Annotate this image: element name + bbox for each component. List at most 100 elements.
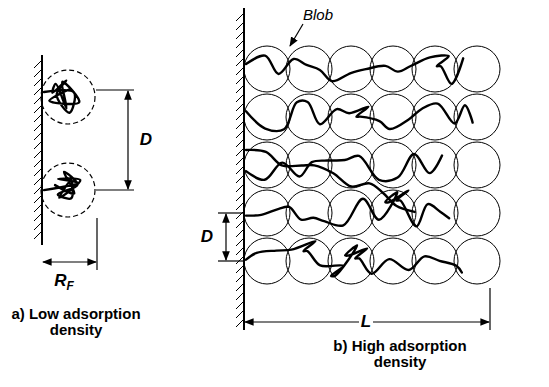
hatch-stroke [236,293,243,300]
blob-circle [41,163,95,217]
hatch-stroke [34,115,41,122]
blob-circle [328,190,374,236]
dimension-tick [96,89,134,90]
dimension-arrow [225,214,226,260]
hatch-stroke [236,104,243,111]
dimension-label: RF [52,272,76,293]
hatch-stroke [236,176,243,183]
leader-arrow [290,24,303,46]
hatch-stroke [236,239,243,246]
blob-circle [286,190,332,236]
hatch-stroke [34,223,41,230]
blob-circle [412,190,458,236]
hatch-stroke [236,23,243,30]
hatch-stroke [236,302,243,309]
blob-circle [412,46,458,92]
dimension-tick [218,260,244,261]
hatch-stroke [34,232,41,239]
hatch-stroke [34,88,41,95]
polymer-chain [246,191,449,227]
hatch-stroke [236,122,243,129]
polymer-chain [246,101,473,131]
blob-circle [412,142,458,188]
blob-circle [412,94,458,140]
dimension-tick [218,212,244,213]
blob-circle [41,70,95,124]
hatch-stroke [34,106,41,113]
hatch-stroke [236,275,243,282]
blob-circle [244,238,290,284]
hatch-stroke [34,187,41,194]
hatch-stroke [236,158,243,165]
blob-grid [244,46,500,284]
dimension-tick [489,288,490,330]
hatch-stroke [34,178,41,185]
hatch-stroke [236,248,243,255]
callout-label: Blob [303,7,333,24]
polymer-chain [246,55,463,83]
wall-hatching [34,14,243,327]
hatch-stroke [34,133,41,140]
hatch-stroke [34,214,41,221]
blob-circle [286,46,332,92]
surface-wall [41,55,43,245]
blob-circle [370,190,416,236]
polymer-chain [246,150,415,212]
hatch-stroke [236,50,243,57]
hatch-stroke [236,41,243,48]
blob-circle [454,238,500,284]
hatch-stroke [236,203,243,210]
hatch-stroke [236,221,243,228]
hatch-stroke [34,61,41,68]
hatch-stroke [34,160,41,167]
hatch-stroke [236,86,243,93]
hatch-stroke [236,14,243,21]
dimension-arrow [43,261,96,262]
hatch-stroke [34,196,41,203]
panel-caption: b) High adsorption density [315,338,485,371]
hatch-stroke [236,113,243,120]
hatch-stroke [236,266,243,273]
blob-circle [454,190,500,236]
hatch-stroke [236,77,243,84]
dimension-tick [96,218,97,270]
polymer-chain [246,241,462,276]
hatch-stroke [236,284,243,291]
hatch-stroke [236,167,243,174]
blob-circle [286,238,332,284]
hatch-stroke [236,32,243,39]
dimension-label: D [138,131,154,150]
blob-circle [454,94,500,140]
blob-circle [370,142,416,188]
hatch-stroke [236,194,243,201]
hatch-stroke [34,124,41,131]
hatch-stroke [236,311,243,318]
hatch-stroke [236,230,243,237]
hatch-stroke [236,131,243,138]
blob-circle [286,94,332,140]
hatch-stroke [236,95,243,102]
polymer-chains [44,55,473,276]
hatch-stroke [236,140,243,147]
hatch-stroke [34,169,41,176]
blob-circle [370,94,416,140]
hatch-stroke [34,79,41,86]
hatch-stroke [236,185,243,192]
hatch-stroke [34,151,41,158]
blob-circle [454,142,500,188]
hatch-stroke [34,142,41,149]
polymer-coil [44,172,80,199]
hatch-stroke [34,205,41,212]
panel-caption: a) Low adsorption density [5,306,147,339]
dimension-label: L [359,313,373,332]
hatch-stroke [236,59,243,66]
hatch-stroke [236,320,243,327]
dimension-arrow [127,91,128,189]
hatch-stroke [236,149,243,156]
hatch-stroke [34,70,41,77]
polymer-coil [44,80,79,112]
hatch-stroke [34,97,41,104]
dimension-tick [96,189,134,190]
dimension-label: D [199,228,215,247]
